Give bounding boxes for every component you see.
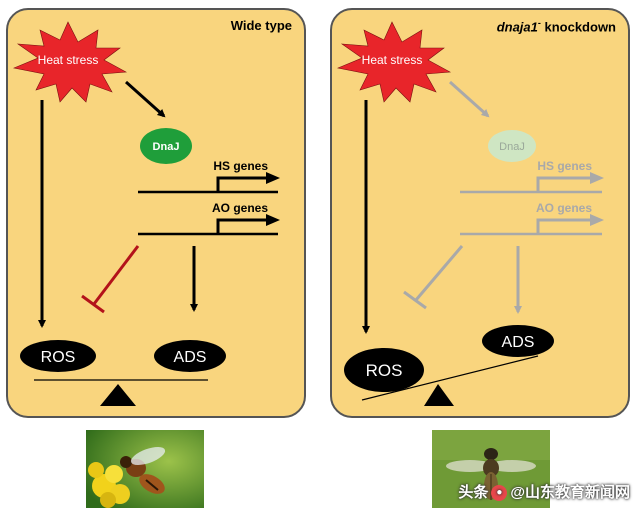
ao-genes-transcription-arrow <box>216 214 280 234</box>
knockdown-panel: dnaja1- knockdown Heat stress DnaJ HS ge… <box>330 8 630 418</box>
arrow-heat-to-dnaj <box>448 80 490 118</box>
ads-label: ADS <box>502 334 535 351</box>
hs-genes-transcription-arrow <box>536 172 604 192</box>
bee-knockdown-photo <box>432 430 550 508</box>
inhibition-bar <box>81 294 105 314</box>
balance-fulcrum <box>424 384 454 406</box>
hs-genes-label: HS genes <box>537 159 592 173</box>
wild-type-panel: Wide type Heat stress DnaJ HS genes AO g… <box>6 8 306 418</box>
hs-genes-label: HS genes <box>213 159 268 173</box>
heat-stress-label: Heat stress <box>362 53 423 67</box>
hs-genes-transcription-arrow <box>216 172 280 192</box>
arrow-heat-to-dnaj <box>124 80 166 118</box>
ads-ellipse <box>154 340 226 372</box>
dnaj-label: DnaJ <box>499 141 525 153</box>
ads-label: ADS <box>174 349 207 366</box>
panel-title-text: knockdown <box>540 19 616 35</box>
watermark-logo-icon: ● <box>491 485 508 502</box>
ros-label: ROS <box>366 361 403 380</box>
ao-genes-label: AO genes <box>536 201 592 215</box>
gene-superscript: - <box>537 18 541 28</box>
heat-stress-label: Heat stress <box>38 53 99 67</box>
balance-beam <box>361 355 539 401</box>
balance-fulcrum <box>100 384 136 406</box>
watermark-handle: @山东教育新闻网 <box>510 484 630 501</box>
panel-title-text: Wide type <box>230 18 292 33</box>
ao-genes-transcription-arrow <box>536 214 604 234</box>
dnaj-protein <box>140 128 192 164</box>
ao-genes-label: AO genes <box>212 201 268 215</box>
ros-ellipse <box>344 348 424 392</box>
watermark: 头条●@山东教育新闻网 <box>458 481 630 502</box>
inhibition-bar <box>403 290 427 310</box>
panel-title: Wide type <box>231 18 292 33</box>
dnaj-label: DnaJ <box>153 141 180 153</box>
heat-stress-starburst <box>12 21 128 103</box>
wild-type-diagram: Heat stress DnaJ HS genes AO genes ROS A… <box>12 21 280 406</box>
ads-ellipse <box>482 325 554 357</box>
ros-ellipse <box>20 340 96 372</box>
watermark-prefix: 头条 <box>458 484 489 501</box>
inhibition-line <box>92 245 140 305</box>
ros-label: ROS <box>41 349 76 366</box>
bee-on-flower-photo <box>86 430 204 508</box>
inhibition-line <box>414 245 464 301</box>
gene-name: dnaja1 <box>496 19 538 35</box>
panel-title: dnaja1- knockdown <box>497 18 616 34</box>
dnaj-protein-faded <box>488 130 536 162</box>
heat-stress-starburst <box>336 21 452 103</box>
knockdown-diagram: Heat stress DnaJ HS genes AO genes ADS R… <box>336 21 604 406</box>
